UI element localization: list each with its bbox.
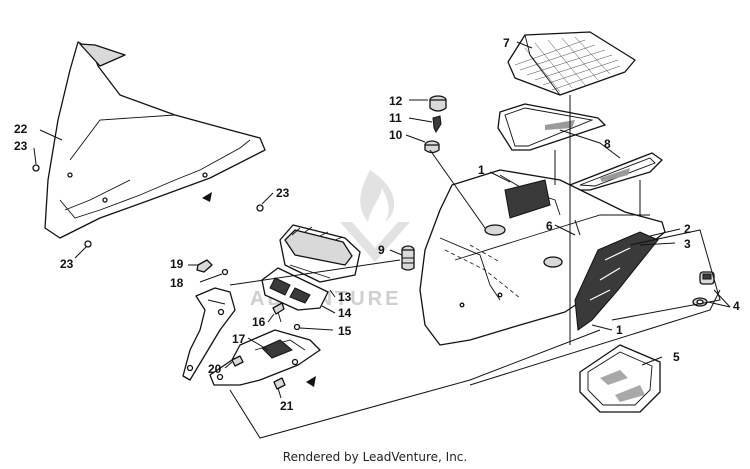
direction-arrow: [202, 192, 212, 202]
callout-1-bottom: 1: [616, 323, 623, 337]
callout-17: 17: [232, 332, 246, 346]
callout-13: 13: [338, 290, 352, 304]
windshield: [44, 41, 266, 239]
callout-22: 22: [14, 122, 28, 136]
callout-2: 2: [684, 222, 691, 236]
callout-14: 14: [338, 306, 352, 320]
gauge-bracket: [261, 267, 329, 311]
callout-20: 20: [208, 362, 222, 376]
storage-tray: [507, 31, 636, 96]
callout-23-left: 23: [14, 139, 28, 153]
callout-9: 9: [378, 243, 385, 257]
callout-18: 18: [170, 276, 184, 290]
accessory-switch: [692, 271, 715, 307]
callout-10: 10: [389, 128, 403, 142]
lens-lower: [569, 152, 663, 191]
gauge-cluster: [279, 224, 361, 283]
mount-bracket: [182, 287, 236, 381]
callout-23-right: 23: [276, 186, 290, 200]
callout-19: 19: [170, 257, 184, 271]
callout-4: 4: [733, 299, 740, 313]
callout-1-top: 1: [478, 163, 485, 177]
callout-5: 5: [673, 350, 680, 364]
callout-11: 11: [389, 111, 402, 125]
callout-leaders: [33, 41, 731, 399]
callout-16: 16: [252, 315, 266, 329]
callout-23-bottom: 23: [60, 257, 74, 271]
callout-21: 21: [280, 399, 294, 413]
bolt: [231, 355, 286, 390]
support-bracket: [209, 329, 321, 386]
callout-3: 3: [684, 237, 691, 251]
callout-15: 15: [338, 324, 352, 338]
footer-credit: Rendered by LeadVenture, Inc.: [282, 450, 468, 464]
windshield-screw: [32, 164, 264, 248]
ignition-cap: [429, 95, 447, 112]
hood: [419, 169, 666, 346]
assembly-lines: [229, 95, 721, 439]
ignition-key: [432, 115, 442, 134]
fastener: [272, 302, 301, 331]
callout-labels: 7 12 11 10 8 1 6 2 3 9 4 1 5 22 23 23 23…: [14, 36, 740, 413]
side-decal: [574, 231, 659, 331]
lens-upper: [497, 103, 606, 151]
ignition-bezel: [424, 140, 440, 154]
lower-panel: [579, 344, 661, 413]
callout-6: 6: [546, 219, 553, 233]
direction-arrow: [306, 376, 316, 387]
callout-7: 7: [503, 36, 510, 50]
callout-12: 12: [389, 94, 403, 108]
power-outlet: [401, 245, 415, 271]
callout-8: 8: [604, 137, 611, 151]
bolt: [196, 259, 229, 276]
